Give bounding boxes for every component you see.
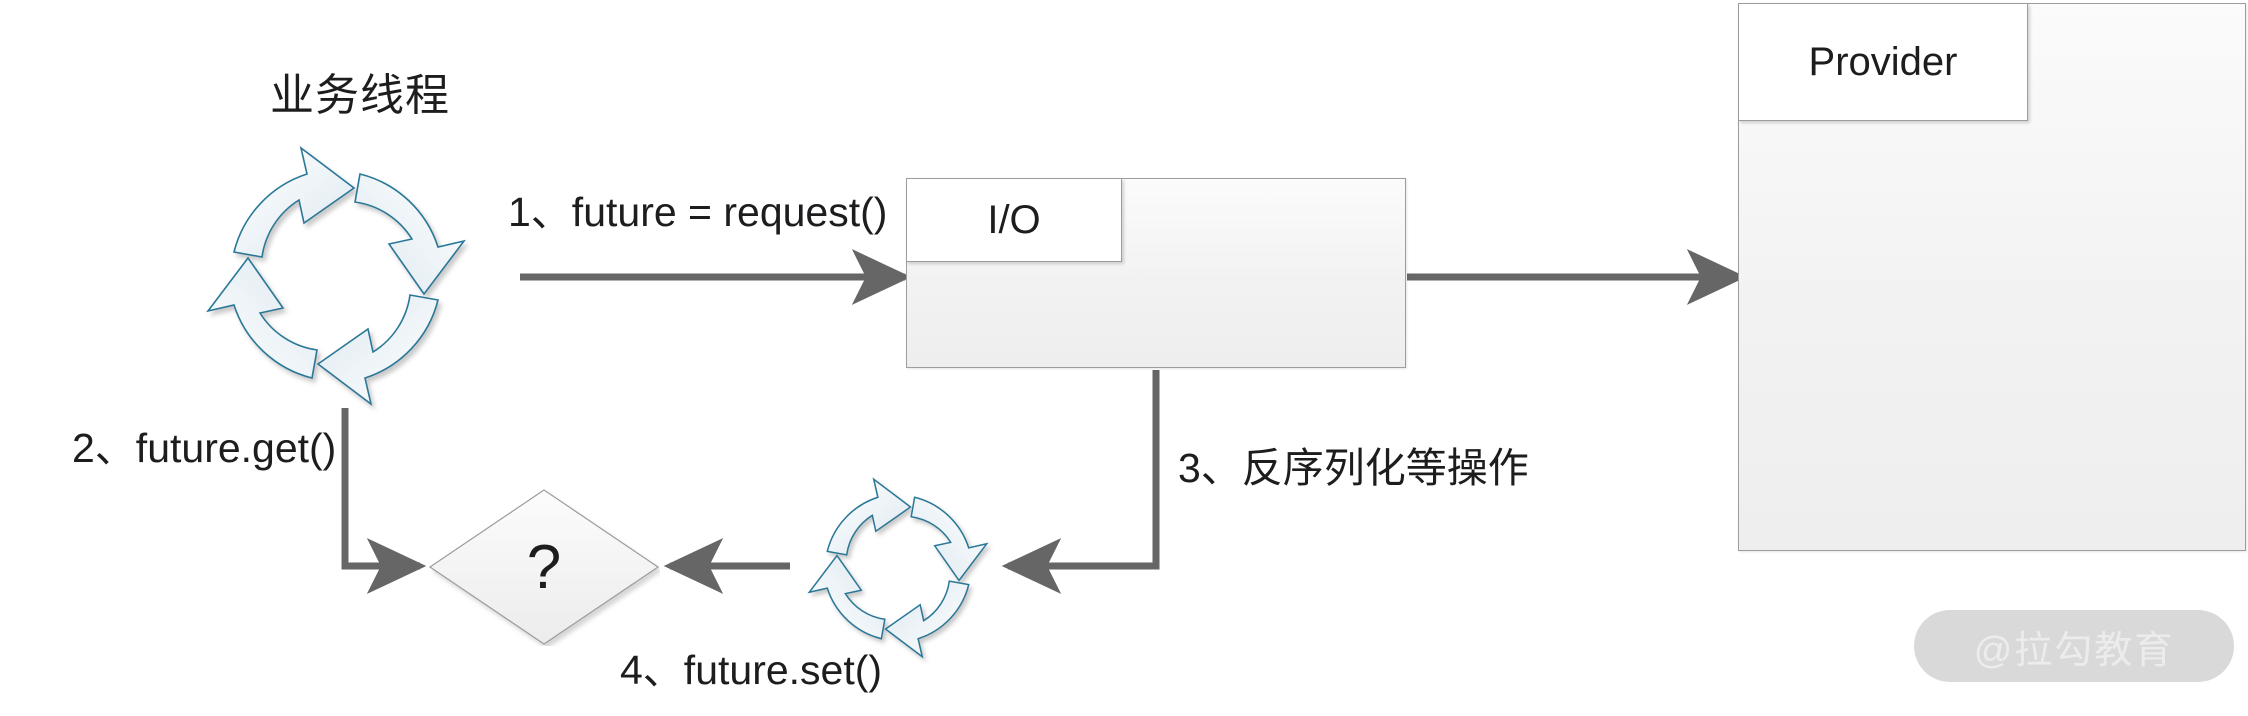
decision-diamond[interactable]: ? — [428, 488, 660, 646]
circular-arrows-icon — [794, 462, 1002, 674]
arrow-deserialize — [1001, 370, 1160, 594]
step-2-label: 2、future.get() — [72, 425, 337, 471]
step-4-label: 4、future.set() — [620, 647, 883, 693]
provider-box-tab[interactable]: Provider — [1738, 3, 2028, 121]
circular-arrows-icon — [186, 126, 486, 426]
step-1-label: 1、future = request() — [508, 189, 888, 235]
step-3-label: 3、反序列化等操作 — [1178, 445, 1529, 491]
page-title: 业务线程 — [270, 71, 450, 120]
io-box-tab[interactable]: I/O — [906, 178, 1122, 262]
arrow-futureget — [341, 408, 427, 594]
watermark-text: @拉勾教育 — [1973, 629, 2175, 672]
watermark-badge: @拉勾教育 — [1914, 610, 2234, 682]
provider-box-label: Provider — [1808, 39, 1958, 84]
io-box-label: I/O — [987, 197, 1041, 242]
